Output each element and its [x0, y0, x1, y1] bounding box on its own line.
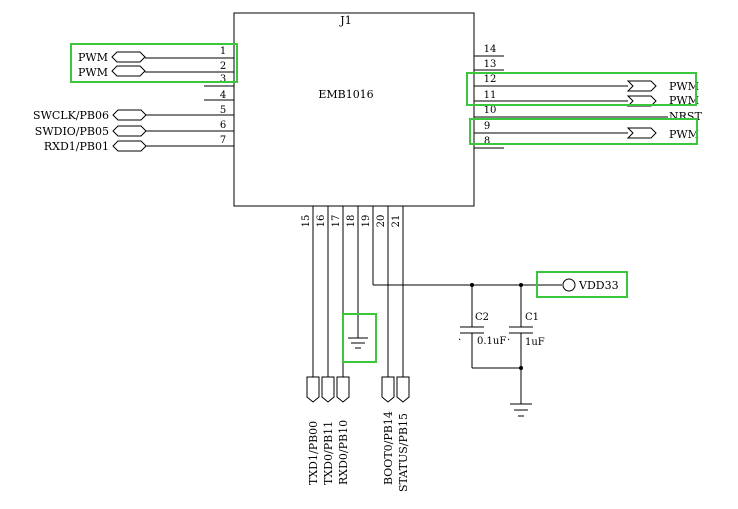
bottom-pin-numbers: 15 16 17 18 19 20 21: [301, 215, 402, 228]
left-connectors: [111, 51, 204, 152]
net-label-rxd0: RXD0/PB10: [337, 420, 350, 485]
pin-number: 1: [220, 46, 226, 57]
net-port-pwm-9: [626, 127, 657, 139]
pin-number: 7: [220, 135, 226, 146]
left-pin-stubs: [204, 57, 234, 147]
bottom-wires: [312, 236, 562, 377]
highlight-ground: [342, 313, 377, 363]
highlight-left-pwm: [70, 43, 238, 83]
pin-number: 16: [316, 215, 327, 228]
net-port-txd1: [306, 376, 320, 403]
pin-number: 4: [220, 90, 226, 101]
chip-part-label: EMB1016: [318, 88, 373, 101]
net-label-txd0: TXD0/PB11: [322, 421, 335, 485]
cap-c2-value: 0.1uF: [477, 336, 506, 347]
net-port-swclk: [112, 109, 147, 121]
pin-number: 20: [376, 215, 387, 228]
pin-number: 9: [484, 121, 490, 132]
pin-number: 5: [220, 105, 226, 116]
chip-body: [233, 12, 475, 207]
net-port-rxd0: [336, 376, 350, 403]
pin-number: 6: [220, 120, 226, 131]
left-pin-numbers: 1 2 3 4 5 6 7: [220, 46, 226, 146]
net-port-status: [396, 376, 410, 403]
cap-c1-ref: C1: [525, 312, 539, 323]
svg-text:.: .: [507, 332, 510, 343]
net-label-txd1: TXD1/PB00: [307, 421, 320, 485]
net-label-swclk: SWCLK/PB06: [33, 109, 109, 122]
net-label-vdd33: VDD33: [578, 279, 619, 292]
right-pin-numbers: 14 13 12 11 10 9 8: [484, 44, 497, 147]
net-label-pwm: PWM: [78, 66, 108, 79]
cap-ground: [472, 367, 532, 417]
pin-number: 10: [484, 105, 497, 116]
pin-number: 18: [346, 215, 357, 228]
pin-number: 17: [331, 215, 342, 228]
pin-number: 11: [484, 90, 497, 101]
net-label-pwm: PWM: [669, 94, 699, 107]
pin-number: 12: [484, 74, 497, 85]
right-pin-stubs: [474, 55, 504, 149]
net-port-rxd1: [112, 140, 147, 152]
net-label-boot0: BOOT0/PB14: [382, 411, 395, 485]
cap-c2-ref: C2: [475, 312, 489, 323]
pin-number: 15: [301, 215, 312, 228]
net-port-pwm-1: [111, 51, 146, 63]
highlight-boxes: [70, 43, 698, 363]
capacitor-c1: .: [507, 283, 533, 370]
net-label-pwm: PWM: [669, 128, 699, 141]
pin-number: 13: [484, 59, 497, 70]
pin-number: 2: [220, 61, 226, 72]
bottom-pin-stubs: [312, 206, 404, 236]
net-port-boot0: [381, 376, 395, 403]
svg-text:.: .: [458, 332, 461, 343]
net-label-pwm: PWM: [669, 80, 699, 93]
net-port-txd0: [321, 376, 335, 403]
cap-c1-value: 1uF: [525, 337, 545, 348]
pin-number: 8: [484, 136, 490, 147]
pin-number: 3: [220, 74, 226, 85]
vdd33-terminal: [562, 278, 576, 292]
ground-symbol: [348, 337, 368, 349]
net-port-pwm-12: [626, 80, 657, 92]
highlight-vdd33: [536, 271, 628, 298]
net-label-swdio: SWDIO/PB05: [35, 125, 109, 138]
capacitor-c2: .: [458, 283, 484, 368]
pin-number: 14: [484, 44, 497, 55]
net-port-pwm-2: [111, 65, 146, 77]
chip-ref-label: J1: [339, 14, 351, 27]
highlight-right-pwm-bottom: [469, 118, 698, 145]
net-port-swdio: [112, 125, 147, 137]
pin-number: 19: [361, 215, 372, 228]
right-connectors: [504, 80, 668, 139]
pin-number: 21: [391, 215, 402, 228]
bottom-connectors: [306, 376, 410, 403]
net-label-pwm: PWM: [78, 51, 108, 64]
net-label-status: STATUS/PB15: [397, 413, 410, 492]
highlight-right-pwm-top: [466, 72, 697, 106]
net-label-rxd1: RXD1/PB01: [44, 140, 109, 153]
